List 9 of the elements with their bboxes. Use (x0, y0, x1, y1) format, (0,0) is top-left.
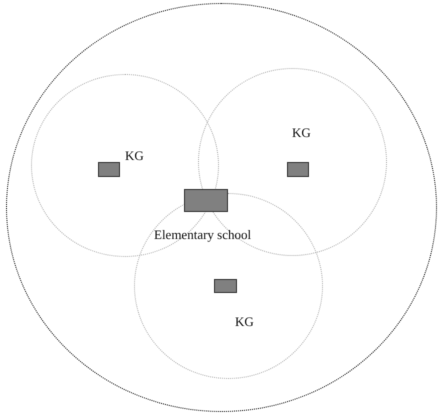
building-label: KG (292, 125, 311, 140)
building-rect (98, 162, 120, 177)
building-rect (184, 189, 228, 212)
outer-dotted-circle (6, 3, 437, 412)
building-rect (287, 162, 309, 177)
building-label: Elementary school (154, 227, 252, 242)
building-label: KG (235, 314, 254, 329)
building-label: KG (125, 148, 144, 163)
building-rect (214, 279, 237, 293)
